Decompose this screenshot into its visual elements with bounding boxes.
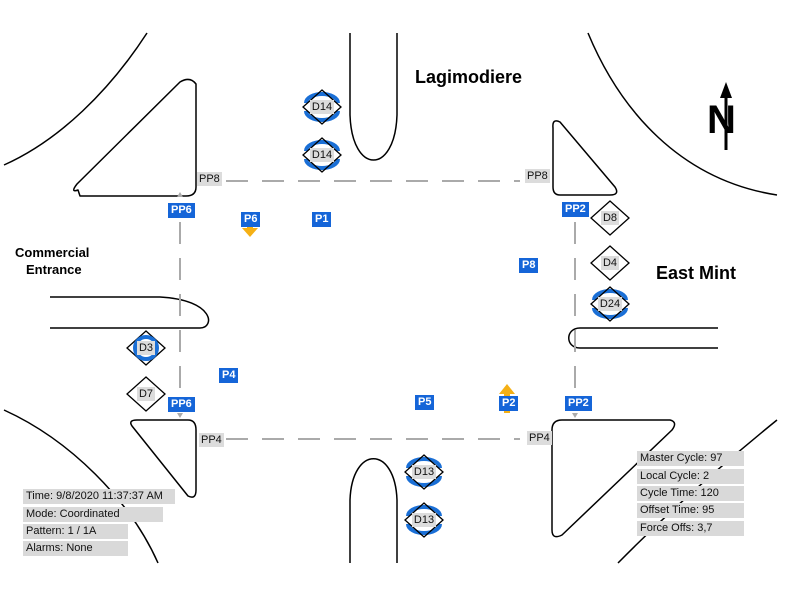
ped-phase-pp8-nw[interactable]: PP8 (197, 172, 222, 186)
ped-phase-pp4-se[interactable]: PP4 (527, 431, 552, 445)
detector-active-icon (302, 89, 342, 125)
status-time: Time: 9/8/2020 11:37:37 AM (23, 489, 175, 504)
status-force-offs: Force Offs: 3,7 (637, 521, 744, 536)
median-south (349, 458, 398, 563)
detector-d14-lower[interactable]: D14 (302, 137, 342, 173)
detector-d4[interactable]: D4 (590, 245, 630, 281)
median-north (349, 33, 398, 161)
status-offset-time: Offset Time: 95 (637, 503, 744, 518)
ped-phase-pp6-top[interactable]: PP6 (168, 203, 195, 218)
ped-phase-pp2-bottom[interactable]: PP2 (565, 396, 592, 411)
phase-p4[interactable]: P4 (219, 368, 239, 383)
curb-sw-outer (3, 409, 159, 564)
detector-d8[interactable]: D8 (590, 200, 630, 236)
detector-d3[interactable]: D3 (126, 330, 166, 366)
median-east (568, 327, 718, 349)
ped-phase-pp6-bottom[interactable]: PP6 (168, 397, 195, 412)
status-mode: Mode: Coordinated (23, 507, 163, 522)
curb-nw-outer (3, 32, 148, 166)
status-master-cycle: Master Cycle: 97 (637, 451, 744, 466)
street-label-west-line1: Commercial (15, 245, 90, 260)
detector-label: D13 (411, 513, 437, 527)
detector-d14-upper[interactable]: D14 (302, 89, 342, 125)
phase-p1[interactable]: P1 (312, 212, 332, 227)
island-sw (130, 419, 197, 498)
ped-phase-pp2-top[interactable]: PP2 (562, 202, 589, 217)
detector-label: D3 (136, 341, 156, 355)
median-west (50, 296, 210, 329)
detector-d24[interactable]: D24 (590, 286, 630, 322)
detector-active-icon (404, 502, 444, 538)
status-alarms: Alarms: None (23, 541, 128, 556)
street-label-west-line2: Entrance (26, 262, 82, 277)
compass-label: N (707, 98, 736, 142)
island-ne (552, 120, 618, 196)
detector-label: D24 (597, 297, 623, 311)
status-local-cycle: Local Cycle: 2 (637, 469, 744, 484)
detector-d7[interactable]: D7 (126, 376, 166, 412)
ped-phase-pp8-ne[interactable]: PP8 (525, 169, 550, 183)
ped-arrow-icon (177, 192, 183, 197)
phase-p6[interactable]: P6 (241, 212, 261, 227)
detector-label: D8 (600, 211, 620, 225)
detector-active-icon (404, 454, 444, 490)
detector-label: D14 (309, 100, 335, 114)
status-pattern: Pattern: 1 / 1A (23, 524, 128, 539)
north-arrow-icon (720, 82, 732, 150)
detector-label: D4 (600, 256, 620, 270)
status-cycle-time: Cycle Time: 120 (637, 486, 744, 501)
detector-label: D7 (136, 387, 156, 401)
curb-ne-outer (587, 32, 778, 196)
detector-label: D14 (309, 148, 335, 162)
ped-arrow-icon (572, 413, 578, 418)
phase-p2[interactable]: P2 (499, 396, 519, 411)
ped-phase-pp4-sw[interactable]: PP4 (199, 433, 224, 447)
detector-active-icon (302, 137, 342, 173)
island-nw (73, 78, 197, 197)
phase-p8[interactable]: P8 (519, 258, 539, 273)
detector-active-icon (590, 286, 630, 322)
detector-d13-upper[interactable]: D13 (404, 454, 444, 490)
street-label-north: Lagimodiere (415, 67, 523, 87)
detector-label: D13 (411, 465, 437, 479)
phase-p5[interactable]: P5 (415, 395, 435, 410)
street-label-east: East Mint (656, 263, 737, 283)
island-se (551, 419, 676, 538)
ped-arrow-icon (177, 413, 183, 418)
detector-d13-lower[interactable]: D13 (404, 502, 444, 538)
